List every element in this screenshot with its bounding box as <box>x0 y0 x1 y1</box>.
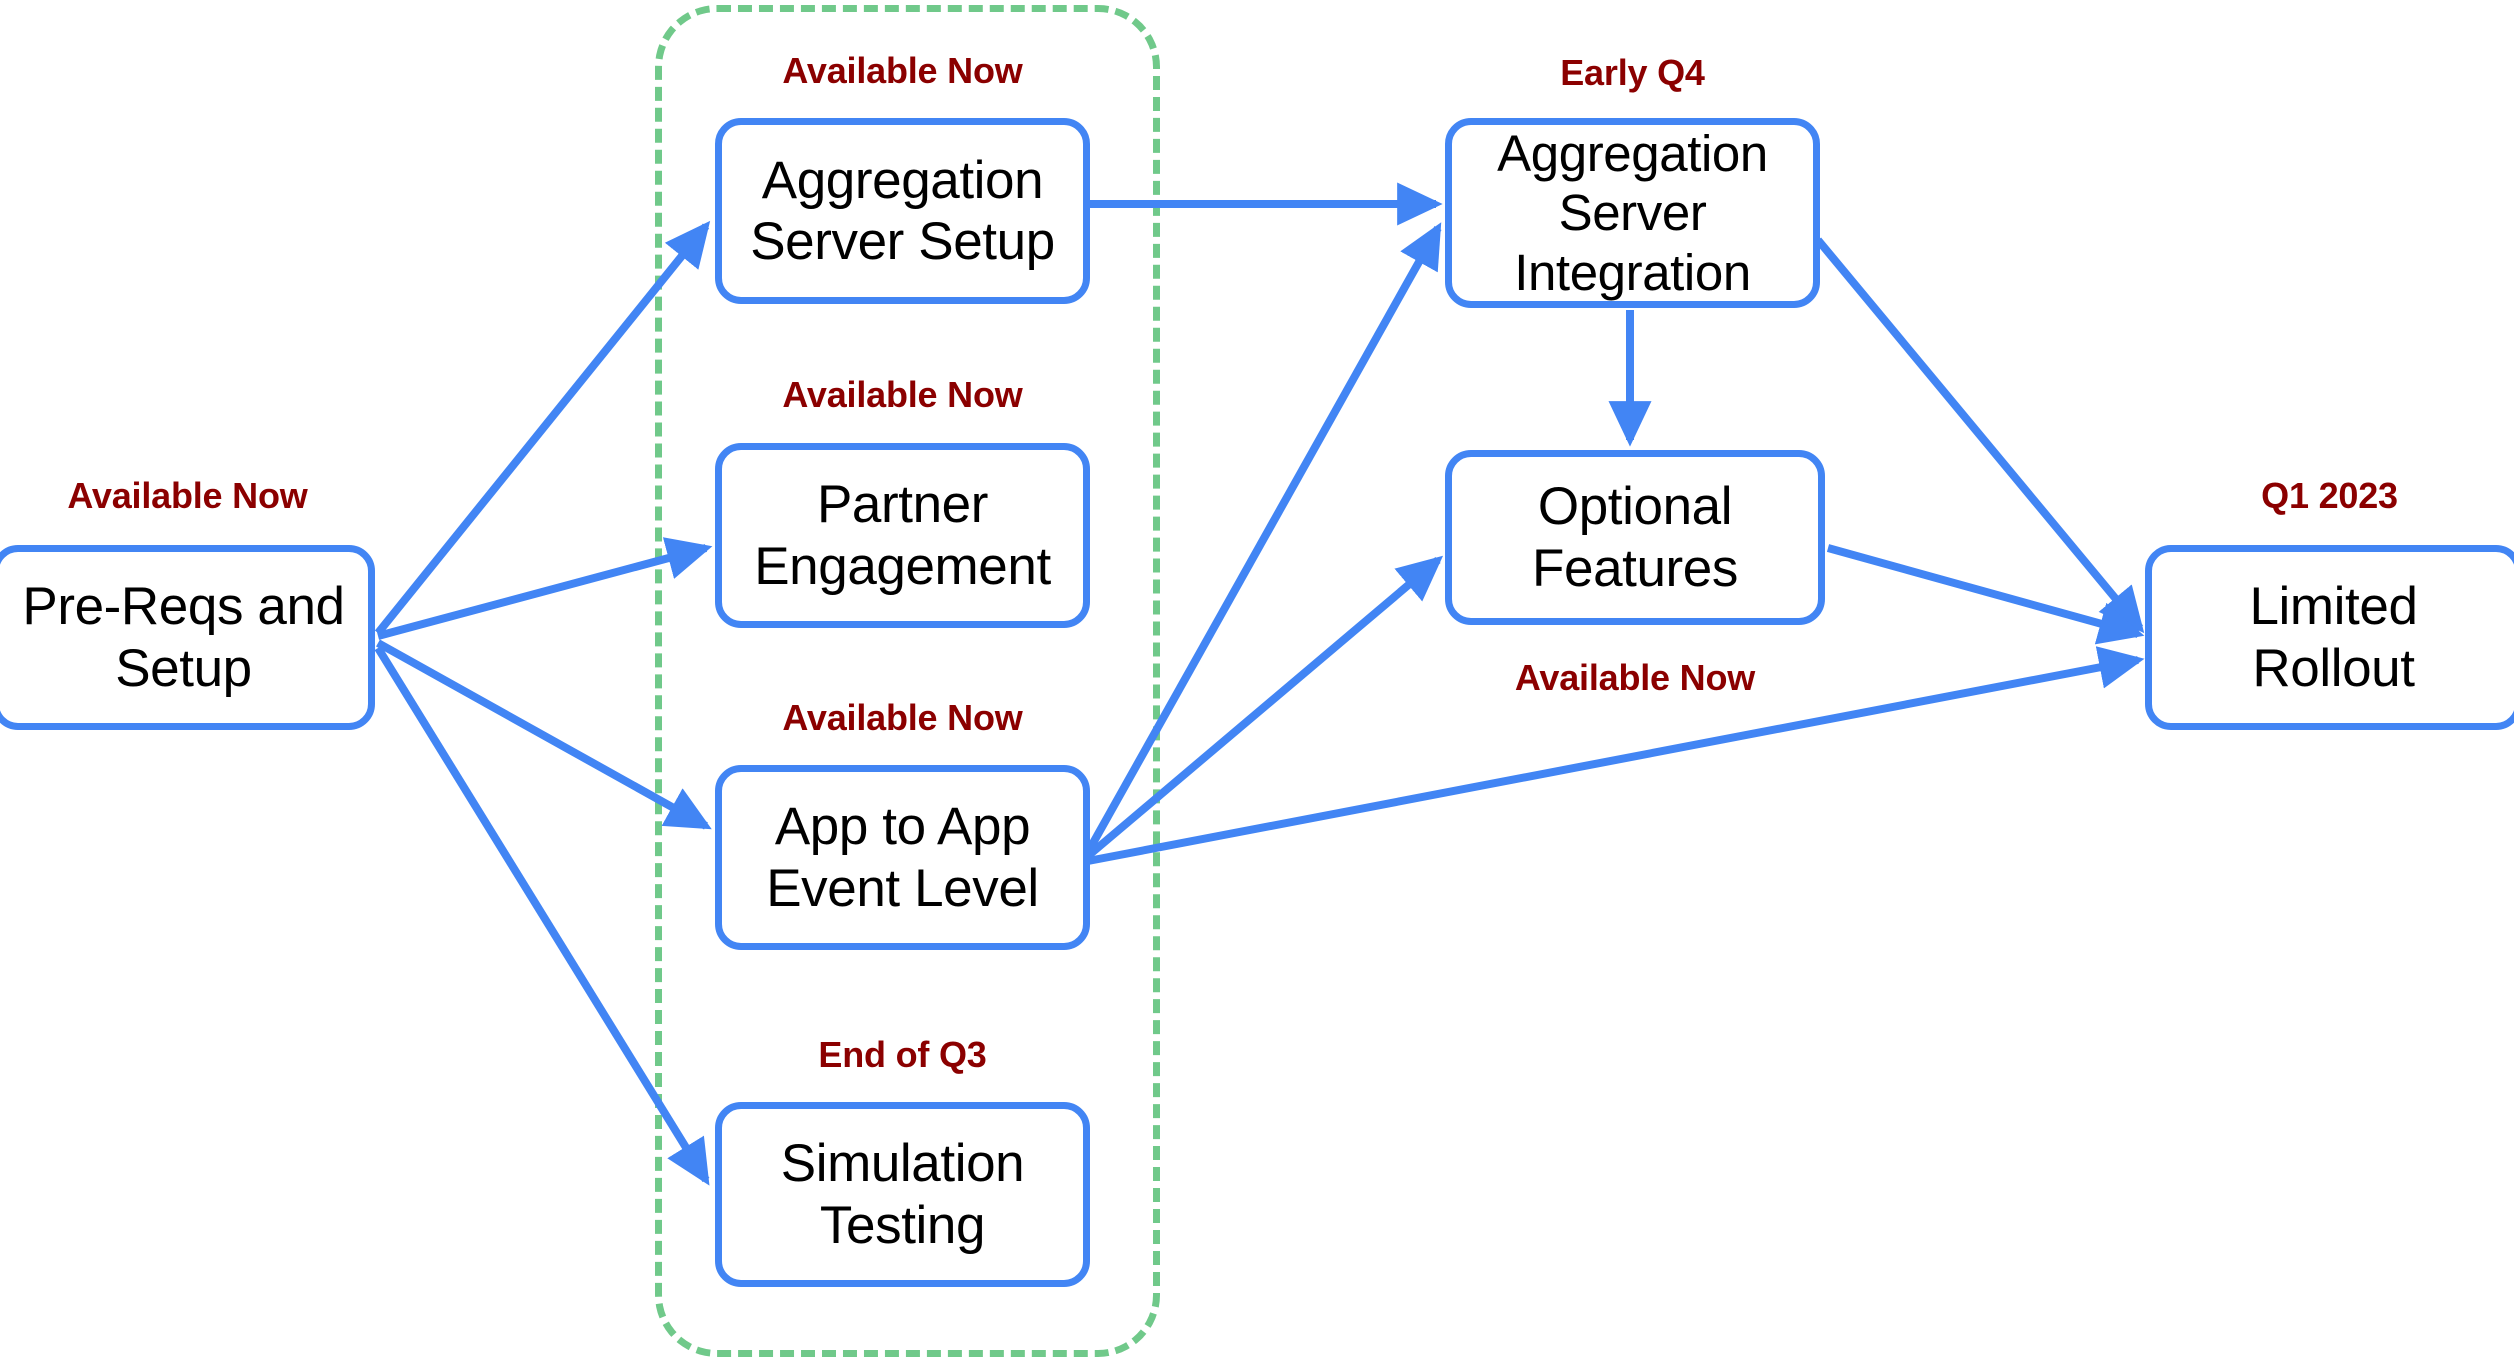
node-limited-rollout[interactable]: Limited Rollout <box>2145 545 2514 730</box>
edge-apptoapp-to-limited <box>1087 646 2145 865</box>
edge-apptoapp-to-optional <box>1085 555 1444 860</box>
node-label-wrap: Simulation Testing <box>780 1133 1025 1256</box>
node-line-3: Integration <box>1514 243 1751 301</box>
node-line-2: Engagement <box>754 536 1051 596</box>
node-line-1: Optional <box>1537 477 1733 537</box>
edge-aggintegration-to-limited <box>1814 237 2145 634</box>
node-line-1: Pre-Reqs and <box>22 577 345 637</box>
node-aggregation-server-setup[interactable]: Aggregation Server Setup <box>715 118 1090 304</box>
node-line-1: App to App <box>774 797 1031 857</box>
edge-prereqs-to-partner <box>376 537 713 640</box>
node-label-wrap: App to App Event Level <box>766 796 1039 919</box>
node-label-wrap: Aggregation Server Integration <box>1497 124 1768 301</box>
edge-prereqs-to-app-to-app <box>376 639 712 830</box>
tag-optional-features: Available Now <box>1514 657 1756 698</box>
node-label-wrap: Pre-Reqs and Setup <box>22 576 345 699</box>
node-line-1: Simulation <box>780 1134 1025 1194</box>
node-line-1: Limited <box>2249 577 2418 637</box>
node-line-1: Aggregation <box>761 150 1044 210</box>
node-line-2: Server <box>1558 184 1707 242</box>
node-line-2: Server Setup <box>750 212 1055 271</box>
edge-optional-to-limited <box>1826 544 2145 645</box>
node-line-2: Event Level <box>766 858 1039 918</box>
node-line-2: Features <box>1532 538 1738 598</box>
node-line-2: Setup <box>115 638 252 698</box>
available-now-group-container <box>655 5 1160 1357</box>
tag-partner-engagement: Available Now <box>782 374 1023 415</box>
tag-limited-rollout: Q1 2023 <box>2261 475 2398 516</box>
node-label-wrap: Aggregation Server Setup <box>750 150 1055 273</box>
node-label-wrap: Limited Rollout <box>2249 576 2417 699</box>
node-partner-engagement[interactable]: Partner Engagement <box>715 443 1090 628</box>
node-line-2: Testing <box>819 1195 986 1255</box>
edge-prereqs-to-agg-setup <box>374 220 711 636</box>
tag-aggregation-server-integration: Early Q4 <box>1560 52 1705 93</box>
edge-prereqs-to-simulation <box>374 645 710 1186</box>
node-optional-features[interactable]: Optional Features <box>1445 450 1825 625</box>
node-label-wrap: Partner Engagement <box>754 474 1051 597</box>
node-line-2: Rollout <box>2252 638 2415 698</box>
node-aggregation-server-integration[interactable]: Aggregation Server Integration <box>1445 118 1820 308</box>
node-line-1: Partner <box>816 475 988 535</box>
node-app-to-app-event-level[interactable]: App to App Event Level <box>715 765 1090 950</box>
tag-aggregation-server-setup: Available Now <box>782 50 1023 91</box>
node-line-1: Aggregation <box>1497 125 1768 183</box>
node-pre-reqs-and-setup[interactable]: Pre-Reqs and Setup <box>0 545 375 730</box>
node-label-wrap: Optional Features <box>1532 476 1738 599</box>
tag-app-to-app-event-level: Available Now <box>782 697 1023 738</box>
tag-pre-reqs: Available Now <box>67 475 308 516</box>
node-simulation-testing[interactable]: Simulation Testing <box>715 1102 1090 1287</box>
edge-apptoapp-to-aggintegration <box>1084 222 1442 854</box>
tag-simulation-testing: End of Q3 <box>818 1034 987 1075</box>
